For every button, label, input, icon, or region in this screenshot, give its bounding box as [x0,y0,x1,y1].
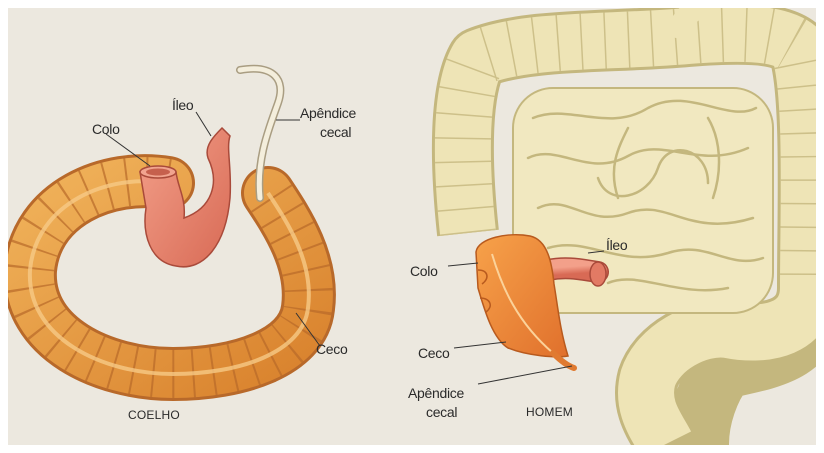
human-caption: HOMEM [526,405,573,420]
human-ileum-label: Íleo [606,238,627,253]
rabbit-appendix-label-line2: cecal [320,125,351,140]
anatomy-illustration [8,8,816,445]
human-appendix-label-line2: cecal [426,405,457,420]
human-colon-label: Colo [410,264,438,279]
diagram-frame: Colo Íleo Apêndice cecal Ceco COELHO Col… [8,8,816,445]
rabbit-cecum-label: Ceco [316,342,347,357]
human-appendix-label-line1: Apêndice [408,386,464,401]
rabbit-appendix-label-line1: Apêndice [300,106,356,121]
rabbit-ileum-label: Íleo [172,98,193,113]
human-cecum-label: Ceco [418,346,449,361]
rabbit-colon-label: Colo [92,122,120,137]
rabbit-caption: COELHO [128,408,180,423]
